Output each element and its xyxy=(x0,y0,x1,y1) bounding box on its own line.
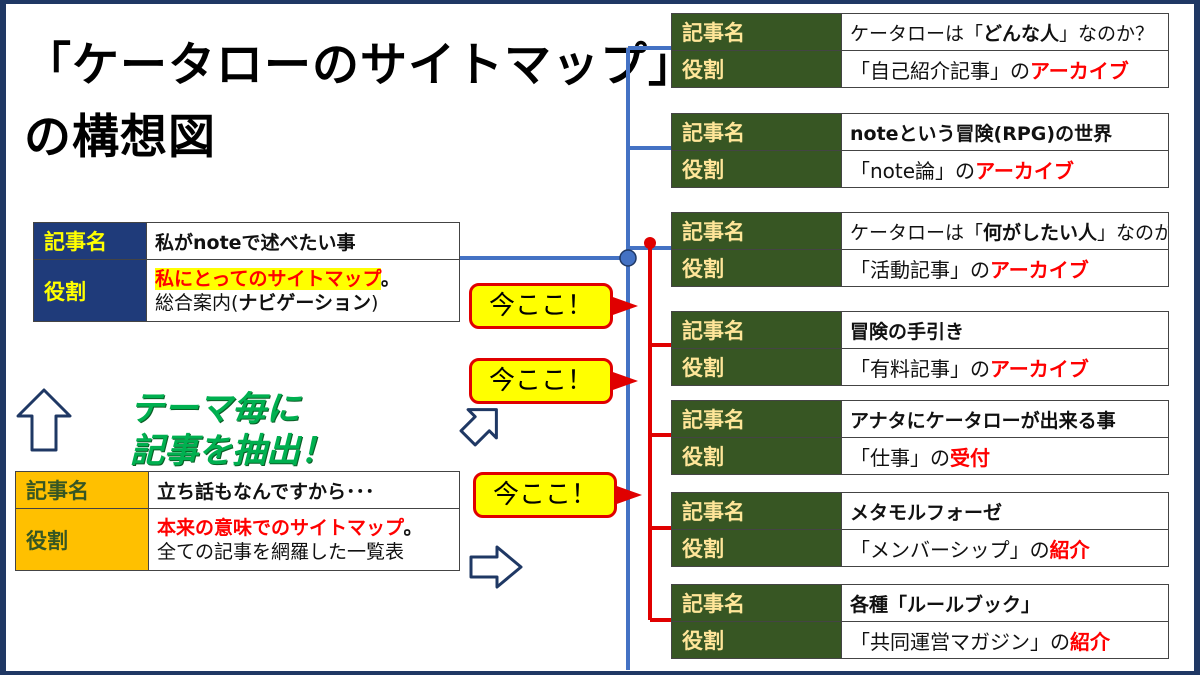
list-card-role-line2: 全ての記事を網羅した一覧表 xyxy=(157,540,405,563)
archive-card-name-label: 記事名 xyxy=(671,113,842,151)
green-text-line-1: テーマ毎に xyxy=(130,389,300,429)
archive-card-name-label: 記事名 xyxy=(671,311,842,349)
archive-card-role-pre: 「仕事」の xyxy=(850,445,950,470)
junction-dot xyxy=(619,249,637,267)
archive-card-name-bold: 何がしたい人 xyxy=(983,221,1098,244)
archive-card-role-red: アーカイブ xyxy=(990,356,1089,381)
archive-card-role-pre: 「メンバーシップ」の xyxy=(850,537,1050,562)
archive-card-name: ケータローは「どんな人」なのか？ xyxy=(841,13,1169,51)
archive-card-role-label: 役割 xyxy=(671,50,842,88)
callout-3-text: 今ここ！ xyxy=(492,480,597,510)
callout-here-3: 今ここ！ xyxy=(473,472,642,518)
archive-card-name: ケータローは「何がしたい人」なのか？ xyxy=(841,212,1169,250)
archive-card-name-bold: どんな人 xyxy=(983,22,1060,45)
archive-card-2: 記事名 noteという冒険(RPG)の世界役割「note論」のアーカイブ xyxy=(671,113,1169,188)
list-card-role-highlight: 本来の意味でのサイトマップ xyxy=(157,516,404,539)
archive-card-name-pre: ケータローは「 xyxy=(850,221,984,244)
archive-card-role-pre: 「自己紹介記事」の xyxy=(850,58,1030,83)
archive-card-role: 「活動記事」のアーカイブ xyxy=(841,249,1169,287)
archive-card-role: 「有料記事」のアーカイブ xyxy=(841,348,1169,386)
callout-2-text: 今ここ！ xyxy=(488,366,593,396)
archive-card-role-label: 役割 xyxy=(671,150,842,188)
main-card-name: 私がnoteで述べたい事 xyxy=(146,222,460,260)
archive-card-role-label: 役割 xyxy=(671,621,842,659)
callout-2-tail xyxy=(610,371,638,391)
callout-1-tail xyxy=(610,296,638,316)
archive-card-name-label: 記事名 xyxy=(671,584,842,622)
archive-card-name-label: 記事名 xyxy=(671,400,842,438)
list-card-name: 立ち話もなんですから･･･ xyxy=(148,471,460,509)
archive-card-name: アナタにケータローが出来る事 xyxy=(841,400,1169,438)
archive-card-1: 記事名ケータローは「どんな人」なのか？役割「自己紹介記事」のアーカイブ xyxy=(671,13,1169,88)
archive-card-name-label: 記事名 xyxy=(671,212,842,250)
main-card-role-label: 役割 xyxy=(33,259,147,322)
archive-card-role-label: 役割 xyxy=(671,249,842,287)
callout-here-1: 今ここ！ xyxy=(469,283,638,329)
archive-card-name-bold: アナタにケータローが出来る事 xyxy=(850,409,1116,432)
main-card-name-label: 記事名 xyxy=(33,222,147,260)
archive-card-role-label: 役割 xyxy=(671,529,842,567)
archive-card-7: 記事名各種「ルールブック」役割「共同運営マガジン」の紹介 xyxy=(671,584,1169,659)
archive-card-name-bold: 各種「ルールブック」 xyxy=(850,593,1041,616)
archive-card-role-pre: 「note論」の xyxy=(850,158,976,183)
list-card-name-label: 記事名 xyxy=(15,471,149,509)
archive-card-4: 記事名冒険の手引き役割「有料記事」のアーカイブ xyxy=(671,311,1169,386)
archive-card-name-pre: ケータローは「 xyxy=(850,22,984,45)
title-line-2: の構想図 xyxy=(24,110,216,165)
archive-card-name-bold: noteという冒険(RPG)の世界 xyxy=(850,122,1113,145)
archive-card-role-red: アーカイブ xyxy=(990,257,1089,282)
archive-card-6: 記事名メタモルフォーゼ役割「メンバーシップ」の紹介 xyxy=(671,492,1169,567)
main-card-role-highlight: 私にとってのサイトマップ xyxy=(155,267,381,290)
list-card-role-highlight-suffix: 。 xyxy=(403,516,423,539)
up-arrow-icon xyxy=(16,388,72,452)
diagonal-arrow-icon xyxy=(459,408,498,447)
main-card-role: 私にとってのサイトマップ。 総合案内(ナビゲーション) xyxy=(146,259,460,322)
archive-card-name-label: 記事名 xyxy=(671,13,842,51)
archive-card-role-red: 紹介 xyxy=(1049,537,1090,562)
archive-card-name: メタモルフォーゼ xyxy=(841,492,1169,530)
archive-card-name-label: 記事名 xyxy=(671,492,842,530)
right-arrow-icon xyxy=(469,545,523,589)
main-card: 記事名 私がnoteで述べたい事 役割 私にとってのサイトマップ。 総合案内(ナ… xyxy=(33,222,460,322)
archive-card-role-pre: 「有料記事」の xyxy=(850,356,990,381)
archive-card-role-red: アーカイブ xyxy=(1030,58,1129,83)
title-line-1: 「ケータローのサイトマップ」 xyxy=(24,38,696,93)
extract-by-theme-text: テーマ毎に 記事を抽出！ xyxy=(130,388,334,472)
archive-card-role-pre: 「共同運営マガジン」の xyxy=(850,629,1070,654)
list-card: 記事名 立ち話もなんですから･･･ 役割 本来の意味でのサイトマップ。 全ての記… xyxy=(15,471,460,571)
archive-card-role-label: 役割 xyxy=(671,348,842,386)
archive-card-name: 各種「ルールブック」 xyxy=(841,584,1169,622)
archive-card-role-pre: 「活動記事」の xyxy=(850,257,990,282)
archive-card-role: 「自己紹介記事」のアーカイブ xyxy=(841,50,1169,88)
callout-3-tail xyxy=(614,485,642,505)
list-card-role: 本来の意味でのサイトマップ。 全ての記事を網羅した一覧表 xyxy=(148,508,460,571)
archive-card-name-post: 」なのか？ xyxy=(1097,221,1167,244)
callout-1-text: 今ここ！ xyxy=(488,291,593,321)
archive-card-name: 冒険の手引き xyxy=(841,311,1169,349)
archive-card-role: 「共同運営マガジン」の紹介 xyxy=(841,621,1169,659)
archive-card-role: 「メンバーシップ」の紹介 xyxy=(841,529,1169,567)
archive-card-name-bold: 冒険の手引き xyxy=(850,320,965,343)
archive-card-5: 記事名アナタにケータローが出来る事役割「仕事」の受付 xyxy=(671,400,1169,475)
main-card-role-line2-prefix: 総合案内( xyxy=(155,291,239,314)
archive-card-name-post: 」なのか？ xyxy=(1059,22,1155,45)
main-card-role-highlight-suffix: 。 xyxy=(380,267,400,290)
main-card-role-line2-bold: ナビゲーション xyxy=(238,291,372,314)
archive-card-role-red: アーカイブ xyxy=(975,158,1074,183)
archive-card-role-label: 役割 xyxy=(671,437,842,475)
archive-card-name: noteという冒険(RPG)の世界 xyxy=(841,113,1169,151)
archive-card-role-red: 紹介 xyxy=(1070,629,1110,654)
archive-card-role: 「note論」のアーカイブ xyxy=(841,150,1169,188)
green-text-line-2: 記事を抽出！ xyxy=(130,431,334,471)
archive-card-role: 「仕事」の受付 xyxy=(841,437,1169,475)
main-card-role-line2-suffix: ) xyxy=(371,291,379,314)
archive-card-name-bold: メタモルフォーゼ xyxy=(850,501,1003,524)
list-card-role-label: 役割 xyxy=(15,508,149,571)
callout-here-2: 今ここ！ xyxy=(469,358,638,404)
archive-card-role-red: 受付 xyxy=(950,445,990,470)
